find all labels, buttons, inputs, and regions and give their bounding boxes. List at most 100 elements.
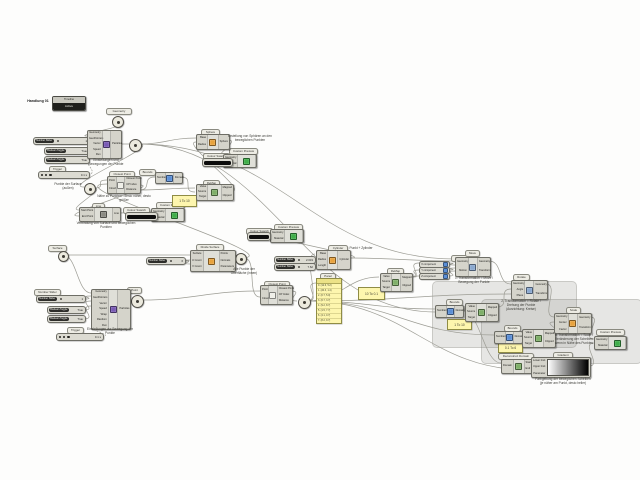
wire[interactable] xyxy=(545,283,555,318)
output-ports[interactable]: Sphere xyxy=(219,135,229,149)
gradient-ramp[interactable] xyxy=(547,358,589,377)
slider-grip[interactable] xyxy=(297,265,301,269)
input-port[interactable]: Source xyxy=(524,336,533,340)
input-port[interactable]: Surface xyxy=(192,252,202,256)
input-port[interactable]: Plane xyxy=(516,293,524,297)
output-port[interactable]: Mapped xyxy=(222,186,232,190)
param-points-outer-dot[interactable] xyxy=(84,183,96,195)
input-port[interactable]: Material xyxy=(598,343,608,347)
input-port[interactable]: Base xyxy=(200,136,207,140)
input-port[interactable]: Value xyxy=(525,330,533,334)
input-port[interactable]: Value xyxy=(383,274,390,278)
output-ports[interactable]: Cylinder xyxy=(338,251,350,269)
wire[interactable] xyxy=(488,260,512,285)
output-port[interactable]: Domain xyxy=(174,175,184,179)
input-port[interactable]: GeoPointers xyxy=(89,136,104,140)
wire[interactable] xyxy=(138,143,456,260)
input-port[interactable]: Base xyxy=(320,251,327,255)
input-port[interactable]: Domain xyxy=(503,364,512,368)
timer-button-icon[interactable] xyxy=(40,173,44,177)
wire[interactable] xyxy=(447,262,456,266)
input-port[interactable]: Value xyxy=(468,304,476,308)
output-port[interactable]: Clipped xyxy=(544,340,554,344)
input-port[interactable]: Source xyxy=(198,190,207,194)
output-ports[interactable]: Domain xyxy=(455,306,465,317)
wire[interactable] xyxy=(83,295,92,300)
output-ports[interactable]: Particles xyxy=(118,290,130,329)
input-port[interactable]: Geometry xyxy=(556,314,568,318)
input-port[interactable]: Geometry xyxy=(272,230,284,234)
component-swatch-2[interactable] xyxy=(125,212,158,221)
slider-grip[interactable] xyxy=(297,258,301,262)
input-port[interactable]: Speed xyxy=(93,147,101,151)
component-swatch-3[interactable] xyxy=(247,232,271,241)
input-port[interactable]: Geometry xyxy=(95,290,107,294)
component-bounds-2[interactable]: Numbers Domain xyxy=(435,305,465,318)
wire[interactable] xyxy=(410,275,420,278)
output-ports[interactable]: Line xyxy=(113,208,120,221)
wire[interactable] xyxy=(496,288,512,308)
input-ports[interactable]: Numbers xyxy=(436,306,448,317)
wire[interactable] xyxy=(447,270,456,277)
input-ports[interactable]: Numbers xyxy=(495,332,507,343)
input-port[interactable]: Point xyxy=(262,288,268,292)
output-port[interactable]: Domain xyxy=(514,335,524,339)
output-port[interactable]: Transform xyxy=(535,292,548,296)
wire[interactable] xyxy=(307,253,316,302)
input-port[interactable]: Source xyxy=(467,310,476,314)
timer-button-icon[interactable] xyxy=(58,335,62,339)
output-port[interactable]: Closest Point xyxy=(278,286,294,290)
slider-grip[interactable] xyxy=(169,259,173,263)
output-port[interactable]: Geometry xyxy=(579,316,591,320)
output-port[interactable]: Line xyxy=(114,212,119,216)
output-port[interactable]: Transform xyxy=(478,269,491,273)
input-port[interactable]: Geometry xyxy=(89,131,101,135)
input-port[interactable]: Point xyxy=(109,178,115,182)
input-port[interactable]: Cloud xyxy=(109,186,116,190)
input-port[interactable]: Numbers xyxy=(496,335,507,339)
input-port[interactable]: Angle xyxy=(516,287,524,291)
input-port[interactable]: Geometry xyxy=(596,337,608,341)
output-port[interactable]: Start xyxy=(525,360,531,364)
output-port[interactable]: Distance xyxy=(126,188,137,192)
timer-button-icon[interactable] xyxy=(62,335,66,339)
input-port[interactable]: Vector xyxy=(93,142,101,146)
wire[interactable] xyxy=(183,260,191,265)
wire[interactable] xyxy=(138,176,156,191)
input-port[interactable]: Wrap xyxy=(100,312,107,316)
input-port[interactable]: Target xyxy=(524,341,533,345)
wire[interactable] xyxy=(447,267,456,271)
output-port[interactable]: Geometry xyxy=(535,283,547,287)
output-port[interactable]: Mapped xyxy=(544,331,555,335)
wire[interactable] xyxy=(180,176,196,193)
input-port[interactable]: Radius xyxy=(198,143,207,147)
param-z-component[interactable]: Z component xyxy=(419,273,450,280)
wire[interactable] xyxy=(74,184,144,217)
wire[interactable] xyxy=(138,187,196,191)
wire[interactable] xyxy=(290,290,298,302)
input-port[interactable]: V Count xyxy=(192,265,202,269)
input-port[interactable]: Motion xyxy=(459,269,467,273)
wire[interactable] xyxy=(348,257,456,262)
